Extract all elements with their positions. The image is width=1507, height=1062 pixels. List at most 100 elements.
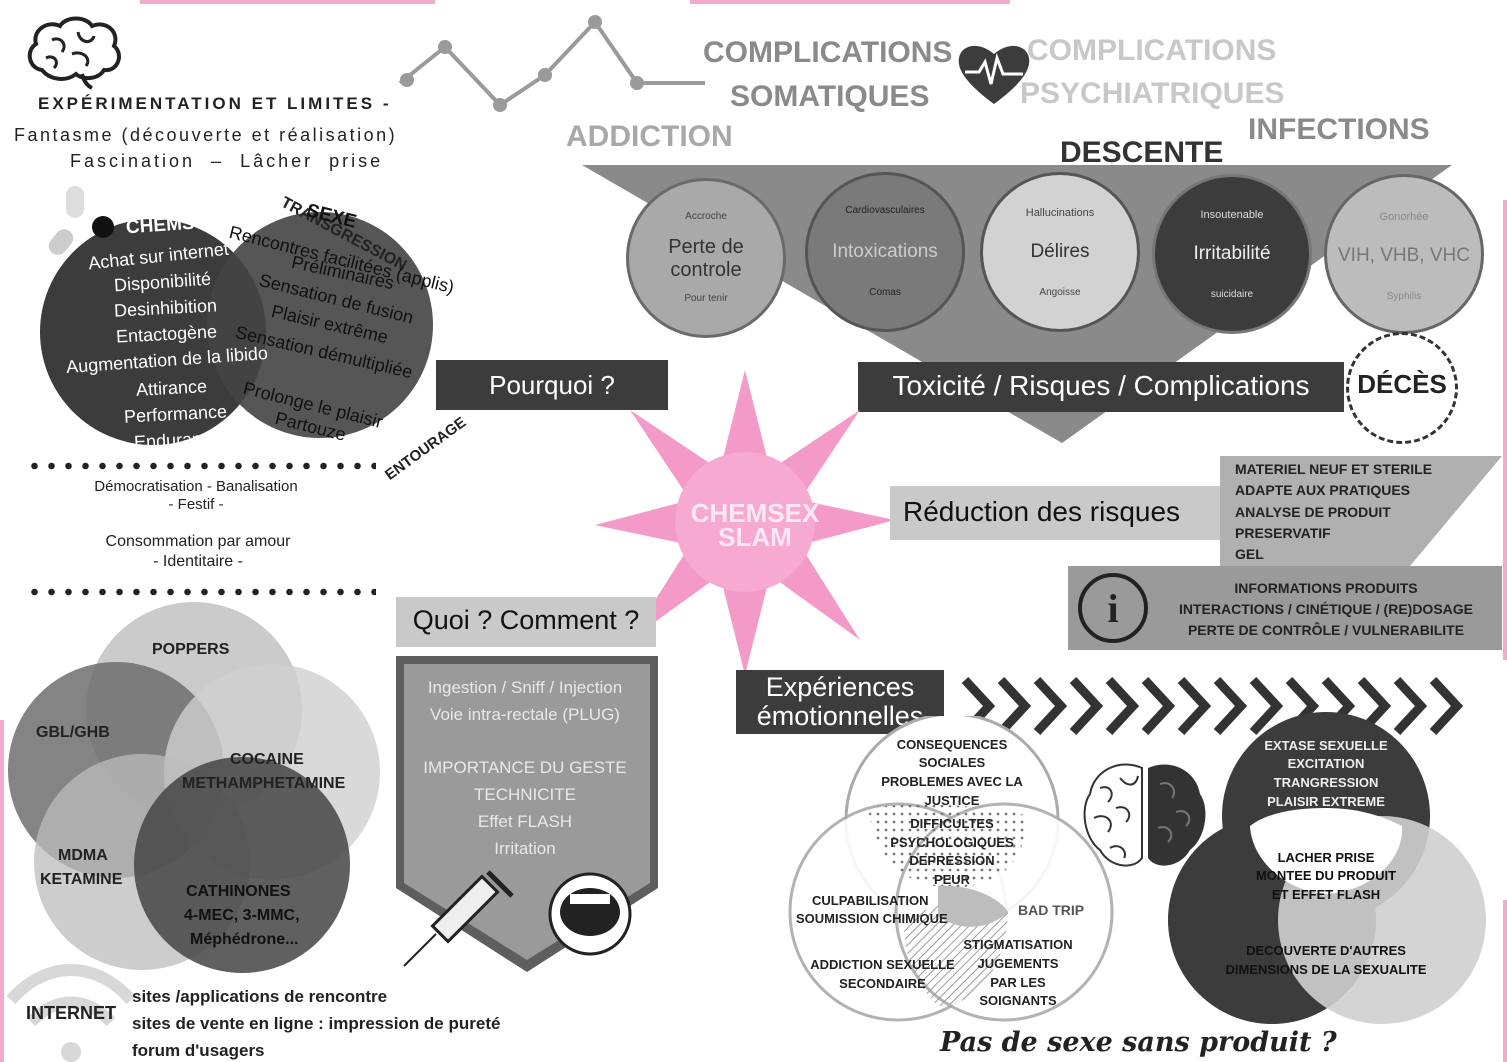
dotted-divider-2 — [26, 588, 376, 596]
comp-psy-2: PSYCHIATRIQUES — [1020, 77, 1285, 110]
comp-soma-1: COMPLICATIONS — [703, 36, 953, 69]
product-meth: METHAMPHETAMINE — [182, 775, 346, 792]
neg-bottom-right-4: SOIGNANTS — [979, 993, 1057, 1008]
internet-item: sites /applications de rencontre — [132, 987, 388, 1006]
rdr-item: ANALYSE DE PRODUIT — [1235, 504, 1391, 520]
rdr-item: GEL — [1235, 546, 1264, 562]
info-icon: i — [1078, 573, 1148, 643]
complication-bottom: Pour tenir — [684, 293, 728, 304]
brain-halves-icon — [1083, 763, 1206, 867]
neg-bottom-left-1: ADDICTION SEXUELLE — [810, 957, 955, 972]
quoi-label: Quoi ? Comment ? — [396, 597, 656, 647]
pos-top-1: EXTASE SEXUELLE — [1264, 738, 1388, 753]
pos-bottom-2: DIMENSIONS DE LA SEXUALITE — [1225, 962, 1427, 977]
pos-top-2: EXCITATION — [1287, 756, 1365, 771]
product-cocaine: COCAINE — [230, 751, 304, 768]
complication-top: Cardiovasculaires — [845, 205, 925, 216]
neg-bottom-left-2: SECONDAIRE — [839, 976, 926, 991]
product-gbl: GBL/GHB — [36, 724, 110, 741]
neg-center-4: PEUR — [933, 872, 971, 887]
brain-icon — [27, 16, 121, 90]
complication-main: Irritabilité — [1193, 243, 1271, 264]
pill-icon-3 — [92, 216, 114, 238]
pos-center-3: ET EFFET FLASH — [1271, 887, 1381, 902]
product-cathinones: CATHINONES — [186, 883, 291, 900]
quoi-item: Effet FLASH — [477, 812, 573, 831]
complication-bottom: Comas — [869, 287, 901, 298]
chemsex-star — [595, 370, 895, 675]
quoi-item: Ingestion / Sniff / Injection — [427, 678, 623, 697]
mouth-icon — [548, 872, 632, 956]
internet-item: sites de vente en ligne : impression de … — [132, 1014, 501, 1033]
deces-badge: DÉCÈS — [1346, 332, 1458, 444]
frame-left — [0, 720, 4, 1062]
rdr-banner — [890, 456, 1502, 566]
complication-main: Intoxications — [832, 241, 938, 262]
experimentation-title: EXPÉRIMENTATION ET LIMITES - — [38, 94, 392, 113]
complication-main: Délires — [1030, 241, 1090, 262]
rdr-item: PRESERVATIF — [1235, 525, 1331, 541]
pos-top-4: PLAISIR EXTREME — [1267, 794, 1385, 809]
reduction-label: Réduction des risques — [903, 496, 1181, 527]
complication-circle-2: Cardiovasculaires Intoxications Comas — [805, 172, 965, 332]
rdr-item: ADAPTE AUX PRATIQUES — [1235, 482, 1411, 498]
toxicite-text: Toxicité / Risques / Complications — [892, 370, 1310, 401]
quoi-item: Voie intra-rectale (PLUG) — [430, 705, 620, 724]
social-line-4: - Identitaire - — [153, 553, 243, 570]
chems-sexe-venn — [40, 212, 433, 445]
neg-center-2: PSYCHOLOGIQUES — [890, 835, 1014, 850]
social-line-3: Consommation par amour — [105, 533, 291, 550]
positive-venn — [1168, 712, 1486, 1024]
internet-title: INTERNET — [26, 1003, 116, 1023]
quoi-item: IMPORTANCE DU GESTE — [423, 758, 627, 777]
social-line-2: - Festif - — [168, 496, 224, 513]
product-mec: 4-MEC, 3-MMC, — [184, 907, 300, 924]
products-venn — [8, 602, 380, 973]
syringe-icon — [403, 870, 514, 967]
complication-top: Gonorhée — [1379, 211, 1429, 223]
pourquoi-label: Pourquoi ? — [436, 360, 668, 410]
frame-right-bottom — [1503, 900, 1507, 1062]
neg-top-1: CONSEQUENCES — [896, 737, 1008, 752]
neg-top-2: SOCIALES — [918, 755, 986, 770]
neg-top-3: PROBLEMES AVEC LA — [881, 774, 1023, 789]
complication-circle-4: Insoutenable Irritabilité suicidaire — [1152, 174, 1312, 334]
center-title-1: CHEMSEX — [690, 498, 820, 528]
dotted-divider-1 — [26, 462, 376, 470]
complication-top: Insoutenable — [1200, 209, 1264, 221]
internet-item: forum d'usagers — [132, 1041, 265, 1060]
pos-center-1: LACHER PRISE — [1277, 850, 1375, 865]
heart-icon — [958, 45, 1030, 104]
fantasme-line: Fantasme (découverte et réalisation) — [14, 125, 398, 145]
line-ornament — [398, 15, 705, 112]
complication-bottom: Syphilis — [1386, 291, 1422, 302]
addiction-word: ADDICTION — [566, 120, 733, 153]
toxicite-label: Toxicité / Risques / Complications — [858, 362, 1344, 412]
wifi-icon — [6, 964, 136, 1062]
neg-left-2: SOUMISSION CHIMIQUE — [796, 911, 948, 926]
frame-right — [1503, 200, 1507, 660]
deces-text: DÉCÈS — [1357, 369, 1447, 399]
comp-soma-2: SOMATIQUES — [730, 80, 930, 113]
neg-bottom-right-3: PAR LES — [990, 975, 1046, 990]
neg-top-4: JUSTICE — [924, 793, 980, 808]
neg-bottom-right-1: STIGMATISATION — [963, 937, 1073, 952]
pos-bottom-1: DECOUVERTE D'AUTRES — [1246, 943, 1406, 958]
no-sex-question: Pas de sexe sans produit ? — [940, 1027, 1337, 1058]
quoi-item: Irritation — [494, 839, 556, 858]
neg-left-1: CULPABILISATION — [812, 893, 929, 908]
product-poppers: POPPERS — [152, 641, 230, 658]
frame-top-left — [140, 0, 435, 4]
info-item: INFORMATIONS PRODUITS — [1234, 580, 1418, 596]
pos-top-3: TRANGRESSION — [1273, 775, 1379, 790]
complication-circle-5: Gonorhée VIH, VHB, VHC Syphilis — [1324, 174, 1484, 334]
chems-item: Attirance — [135, 376, 208, 400]
experiences-line-2: émotionnelles — [756, 701, 924, 731]
neg-center-1: DIFFICULTES — [910, 816, 994, 831]
infections-word: INFECTIONS — [1248, 113, 1430, 146]
neg-center-3: DEPRESSION — [909, 853, 995, 868]
neg-bottom-right-2: JUGEMENTS — [977, 956, 1059, 971]
complication-circle-3: Hallucinations Délires Angoisse — [980, 172, 1140, 332]
experiences-line-1: Expériences — [765, 672, 915, 702]
info-item: INTERACTIONS / CINÉTIQUE / (RE)DOSAGE — [1178, 601, 1473, 617]
